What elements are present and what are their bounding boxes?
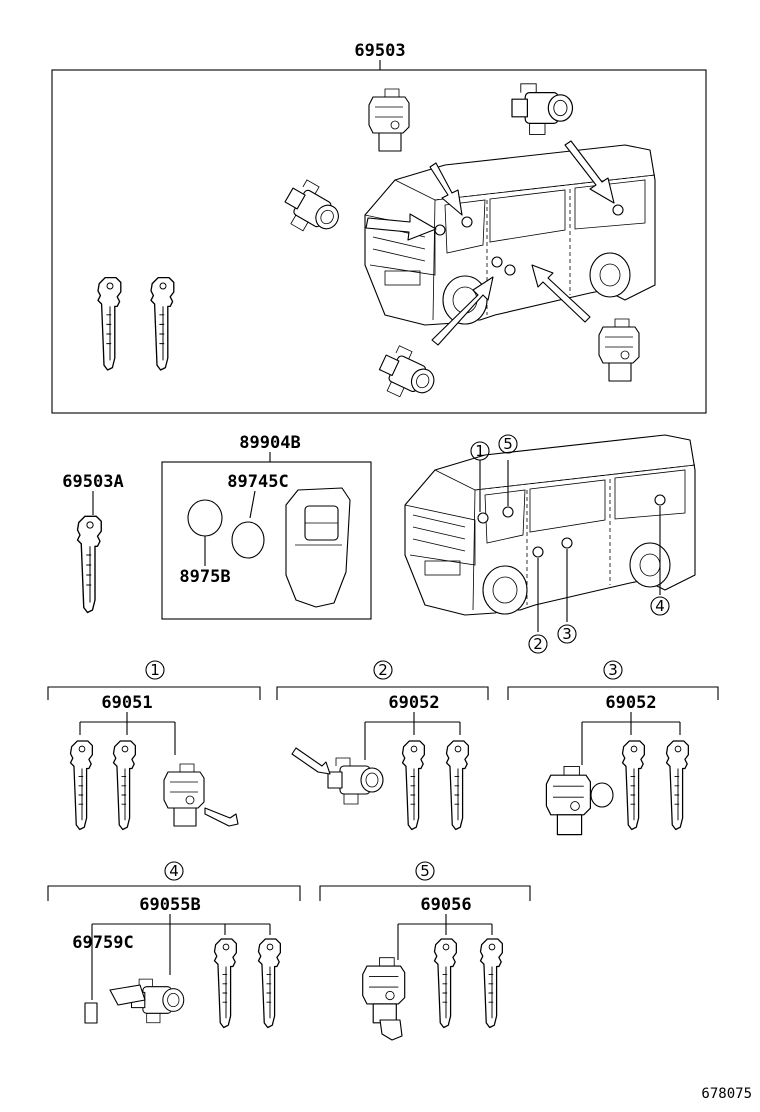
lock-part-left bbox=[276, 175, 349, 244]
svg-text:69052: 69052 bbox=[388, 693, 439, 713]
svg-text:69051: 69051 bbox=[101, 693, 152, 713]
group-4: 4 69055B 69759C bbox=[47, 861, 301, 1029]
assembly-box-69503 bbox=[51, 69, 707, 414]
svg-text:4: 4 bbox=[169, 862, 179, 880]
lock-part-top-left bbox=[368, 88, 410, 152]
lock-part-bottom bbox=[372, 341, 443, 408]
lock-part-top-right bbox=[511, 83, 574, 136]
callout-2: 2 bbox=[528, 634, 548, 654]
battery-cell bbox=[187, 499, 223, 537]
svg-text:2: 2 bbox=[533, 635, 543, 653]
svg-text:1: 1 bbox=[475, 442, 485, 460]
svg-text:69052: 69052 bbox=[605, 693, 656, 713]
van-location-illustration bbox=[404, 434, 696, 632]
svg-text:4: 4 bbox=[655, 597, 665, 615]
key-top-left bbox=[97, 276, 122, 371]
diagram-id: 678075 bbox=[701, 1086, 752, 1102]
group-5: 5 69056 bbox=[319, 861, 531, 1041]
callout-5: 5 bbox=[498, 434, 518, 454]
label-69759C: 69759C bbox=[72, 933, 133, 953]
svg-text:5: 5 bbox=[503, 435, 513, 453]
key-69503A bbox=[76, 515, 102, 614]
transmitter-cover bbox=[231, 521, 265, 559]
svg-text:5: 5 bbox=[420, 862, 430, 880]
label-89745C: 89745C bbox=[227, 472, 288, 492]
callout-1: 1 bbox=[470, 441, 490, 461]
svg-text:1: 1 bbox=[150, 661, 160, 679]
callout-3: 3 bbox=[557, 624, 577, 644]
svg-text:3: 3 bbox=[562, 625, 572, 643]
remote-key-fob bbox=[285, 487, 351, 608]
label-69503A: 69503A bbox=[62, 472, 123, 492]
svg-text:69056: 69056 bbox=[420, 895, 471, 915]
label-69503: 69503 bbox=[354, 41, 405, 61]
group-3: 3 69052 bbox=[507, 660, 719, 836]
svg-text:69055B: 69055B bbox=[139, 895, 200, 915]
key-top-right bbox=[150, 276, 175, 371]
group-1: 1 69051 bbox=[47, 660, 261, 831]
group-2: 2 69052 bbox=[276, 660, 489, 831]
van-top-illustration bbox=[364, 140, 656, 346]
assembly-box-89904B bbox=[161, 461, 372, 620]
svg-text:3: 3 bbox=[608, 661, 618, 679]
label-89904B: 89904B bbox=[239, 433, 300, 453]
label-8975B: 8975B bbox=[179, 567, 230, 587]
svg-text:2: 2 bbox=[378, 661, 388, 679]
lock-part-right bbox=[598, 318, 640, 382]
callout-4: 4 bbox=[650, 596, 670, 616]
